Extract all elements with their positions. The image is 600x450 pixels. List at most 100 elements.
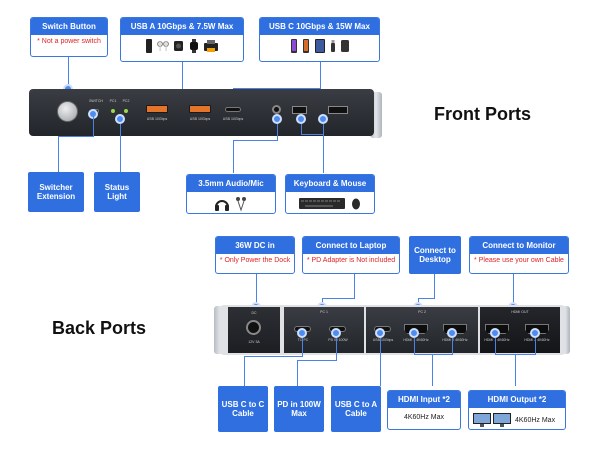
connector-dot [447,328,457,338]
connector [513,274,514,305]
dc-spec-label: 12V 3A [248,340,260,344]
pc2-label: PC2 [122,99,130,103]
switcher-extension-label: Switcher Extension [28,172,84,212]
connector [336,338,337,360]
connector-dot [272,114,282,124]
usb-c-port[interactable] [225,107,241,112]
connector [320,62,321,88]
connector [93,116,94,137]
connector [68,57,69,89]
to-pc-label: TO PC [297,338,309,342]
connector-dot [490,328,500,338]
connector [452,338,453,354]
usb-c-title: USB C 10Gbps & 15W Max [260,18,379,36]
keyboard-usb-port[interactable] [292,106,307,114]
dc-in-callout: 36W DC in * Only Power the Dock [215,236,295,274]
hdmi-output-title: HDMI Output *2 [469,391,565,409]
connector [515,354,516,386]
audio-callout: 3.5mm Audio/Mic [186,174,276,214]
switch-button-title: Switch Button [31,18,107,36]
connector [58,136,94,137]
switch-button-callout: Switch Button * Not a power switch [30,17,108,57]
usb-a-title: USB A 10Gbps & 7.5W Max [121,18,243,36]
hdmi2-out-label: HDMI 2 4K60Hz [524,338,550,342]
monitor-callout: Connect to Monitor * Please use your own… [469,236,569,274]
connector [244,356,245,386]
connector [414,338,415,354]
connector [323,124,324,173]
audio-jack[interactable] [272,105,281,114]
connector [322,298,355,299]
usb-c-to-c-cable-label: USB C to C Cable [218,386,268,432]
audio-icons [187,192,275,213]
connector [495,338,496,354]
back-ports-title: Back Ports [52,318,147,338]
connector-dot [296,114,306,124]
connector [297,360,298,386]
desktop-callout: Connect to Desktop [409,236,461,274]
connector [432,354,433,386]
status-light-pc2 [124,109,128,113]
connector-dot [375,328,385,338]
usb-c-callout: USB C 10Gbps & 15W Max [259,17,380,62]
keyboard-mouse-title: Keyboard & Mouse [286,175,374,193]
flash-drive-icon [330,40,335,53]
usb-a-port-1[interactable] [146,105,168,113]
hdmi-input-title: HDMI Input *2 [388,391,460,409]
pd-in-label: PD IN 100W [328,338,348,342]
phone-icon [146,39,152,54]
back-dock-panel: DC 12V 3A PC 1 TO PC PD IN 100W PC 2 USB… [220,305,565,355]
connector-dot [115,114,125,124]
pd-in-label-box: PD in 100W Max [274,386,324,432]
connector [354,274,355,298]
connector [244,356,303,357]
camera-icon [174,41,183,52]
usb-c-icons [260,35,379,57]
connector [297,360,337,361]
connector [434,274,435,298]
hdmi-output-note: 4K60Hz Max [515,417,556,424]
phone-icon [290,39,297,54]
dc-in-port[interactable] [246,320,261,335]
back-device-endcap-right [560,306,570,354]
audio-title: 3.5mm Audio/Mic [187,175,275,193]
switch-button-note: * Not a power switch [37,38,101,46]
tablet-icon [314,39,325,54]
status-light-label: Status Light [94,172,140,212]
connector [418,298,435,299]
keyboard-mouse-icons [286,192,374,213]
usb-c-pc2-label: USB 10Gbps [372,338,394,342]
printer-icon [204,40,218,53]
usb-a-port-2[interactable] [189,105,211,113]
usb-a-2-label: USB 10Gbps [189,117,211,121]
laptop-title: Connect to Laptop [303,237,399,255]
monitor-title: Connect to Monitor [470,237,568,255]
connector [301,134,324,135]
switch-label: SWITCH [89,99,103,103]
earbuds-icon [157,41,169,52]
connector [182,62,183,92]
mouse-usb-port[interactable] [328,106,348,114]
hdmi-input-callout: HDMI Input *2 4K60Hz Max [387,390,461,430]
hdmi-output-callout: HDMI Output *2 4K60Hz Max [468,390,566,430]
earphones-icon [236,197,246,212]
phone-icon [302,39,309,54]
connector [302,338,303,356]
laptop-note: * PD Adapter is Not included [306,257,396,265]
front-ports-title: Front Ports [434,104,531,124]
mouse-icon [352,198,360,210]
usb-c-to-a-cable-label: USB C to A Cable [331,386,381,432]
switch-button[interactable] [57,101,78,122]
watch-icon [190,39,198,54]
headphones-icon [215,200,229,212]
connector [380,338,381,386]
connector-dot [409,328,419,338]
connector [233,140,278,141]
hdmi-out-label: HDMI OUT [511,310,529,314]
usb-c-label: USB 10Gbps [222,117,244,121]
hdmi1-in-label: HDMI 1 4K60Hz [403,338,429,342]
connector [233,140,234,173]
dc-in-title: 36W DC in [216,237,294,255]
connector [120,124,121,172]
connector [414,354,453,355]
